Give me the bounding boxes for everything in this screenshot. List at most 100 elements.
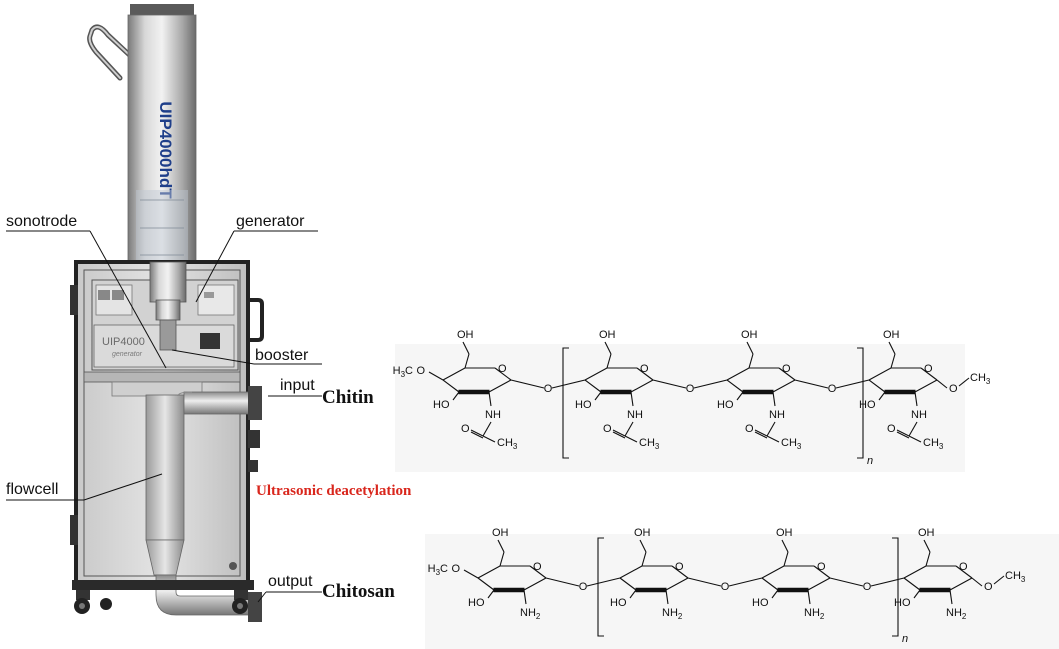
amine-nh2: NH2 (662, 607, 683, 621)
carbonyl-oxygen: O (745, 423, 754, 435)
glycosidic-oxygen: O (828, 383, 837, 395)
hydroxyl-oh: OH (776, 527, 793, 539)
repeat-bracket-right (892, 537, 899, 637)
repeat-bracket-left (597, 537, 604, 637)
glycosidic-bond (728, 577, 763, 587)
model-label: UIP4000hdT (156, 101, 175, 199)
hydroxyl-oh: OH (634, 527, 651, 539)
glycosidic-bond (545, 577, 580, 587)
glycosidic-bond (551, 379, 586, 389)
sonotrode-label: sonotrode (6, 213, 77, 230)
glycosidic-oxygen: O (544, 383, 553, 395)
transducer-cap (130, 4, 194, 16)
flowcell-body (145, 394, 185, 541)
amine-nh2: NH2 (946, 607, 967, 621)
terminal-oxygen: O (984, 581, 993, 593)
sugar-ring-1: O OH HO NH2 (468, 527, 547, 621)
hydroxyl-ho: HO (468, 597, 485, 609)
methoxy-oxygen: O (451, 563, 460, 575)
flowcell-label: flowcell (6, 481, 58, 498)
terminal-oxygen: O (949, 383, 958, 395)
methyl-ch3: CH3 (497, 437, 518, 451)
hydroxyl-oh: OH (741, 329, 758, 341)
hydroxyl-oh: OH (918, 527, 935, 539)
glycosidic-oxygen: O (686, 383, 695, 395)
glycosidic-oxygen: O (721, 581, 730, 593)
booster-part (149, 261, 187, 303)
methyl-ch3: CH3 (923, 437, 944, 451)
hydroxyl-ho: HO (859, 399, 876, 411)
glycosidic-bond (693, 379, 728, 389)
sugar-ring-2: O OH HO NH2 (610, 527, 689, 621)
input-label: input (280, 377, 315, 394)
carbonyl-oxygen: O (603, 423, 612, 435)
acetamide-nh: NH (769, 409, 785, 421)
process-label: Ultrasonic deacetylation (256, 483, 412, 499)
hydroxyl-oh: OH (492, 527, 509, 539)
ring-oxygen: O (498, 363, 507, 375)
transducer-column (128, 15, 196, 265)
chitosan-structure-bg (425, 534, 1059, 649)
ring-oxygen: O (817, 561, 826, 573)
hydroxyl-ho: HO (433, 399, 450, 411)
hydroxyl-ho: HO (752, 597, 769, 609)
repeat-bracket-right (857, 347, 864, 459)
glycosidic-oxygen: O (579, 581, 588, 593)
terminal-ch3: CH3 (970, 372, 991, 386)
ring-oxygen: O (533, 561, 542, 573)
glycosidic-bond (652, 379, 687, 389)
sugar-ring-2: O OH HO NH O CH3 (575, 329, 660, 451)
methoxy-oxygen: O (416, 365, 425, 377)
hydroxyl-ho: HO (575, 399, 592, 411)
sugar-ring-3: O OH HO NH2 (752, 527, 831, 621)
hydroxyl-ho: HO (610, 597, 627, 609)
hydroxyl-oh: OH (883, 329, 900, 341)
acetamide-nh: NH (485, 409, 501, 421)
ring-oxygen: O (782, 363, 791, 375)
ring-oxygen: O (640, 363, 649, 375)
generator-plate-sublabel: generator (112, 351, 143, 358)
methyl-end-left: H3C (393, 365, 413, 379)
amine-nh2: NH2 (804, 607, 825, 621)
glycosidic-bond (794, 379, 829, 389)
chitosan-label: Chitosan (322, 581, 395, 602)
glycosidic-bond (510, 379, 545, 389)
repeat-count-n: n (867, 455, 873, 467)
hydroxyl-ho: HO (894, 597, 911, 609)
glycosidic-bond (687, 577, 722, 587)
caster-wheels (74, 590, 248, 614)
amine-nh2: NH2 (520, 607, 541, 621)
bond-methoxy (428, 371, 444, 381)
ultrasonic-device: UIP4000hdT UIP4000 generator (70, 4, 264, 622)
methyl-ch3: CH3 (781, 437, 802, 451)
acetamide-nh: NH (627, 409, 643, 421)
methyl-end-left: H3C (428, 563, 448, 577)
glycosidic-bond (829, 577, 864, 587)
glycosidic-oxygen: O (863, 581, 872, 593)
bond-methoxy (463, 569, 479, 579)
ring-oxygen: O (959, 561, 968, 573)
carbonyl-oxygen: O (887, 423, 896, 435)
hydroxyl-ho: HO (717, 399, 734, 411)
callouts: sonotrode generator booster input flowce… (6, 213, 322, 603)
chitin-structure-bg (395, 344, 965, 472)
hydroxyl-oh: OH (457, 329, 474, 341)
sugar-ring-3: O OH HO NH O CH3 (717, 329, 802, 451)
generator-label: generator (236, 213, 305, 230)
ring-oxygen: O (675, 561, 684, 573)
hydroxyl-oh: OH (599, 329, 616, 341)
methyl-ch3: CH3 (639, 437, 660, 451)
repeat-bracket-left (562, 347, 569, 459)
terminal-ch3: CH3 (1005, 570, 1026, 584)
glycosidic-bond (586, 577, 621, 587)
repeat-count-n: n (902, 633, 908, 645)
generator-plate-label: UIP4000 (102, 336, 145, 348)
output-label: output (268, 573, 313, 590)
booster-label: booster (255, 347, 309, 364)
sugar-ring-4: O OH HO NH O CH3 (859, 329, 944, 451)
acetamide-nh: NH (911, 409, 927, 421)
ring-oxygen: O (924, 363, 933, 375)
